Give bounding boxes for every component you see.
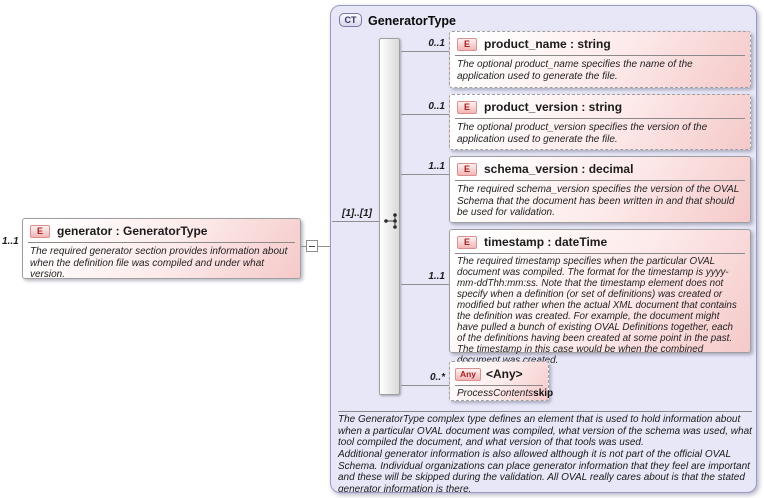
element-generator-title: generator : GeneratorType [57, 224, 208, 238]
connector-line [401, 174, 449, 175]
element-generator-description: The required generator section provides … [30, 246, 288, 281]
element-product-version-box[interactable]: E product_version : string The optional … [449, 94, 751, 150]
element-header: E product_version : string [450, 95, 750, 117]
any-icon: Any [455, 367, 481, 381]
process-contents-row: ProcessContents skip [450, 386, 553, 399]
element-title: product_version : string [484, 100, 623, 114]
complextype-title: GeneratorType [368, 14, 456, 28]
element-timestamp-box[interactable]: E timestamp : dateTime The required time… [449, 229, 751, 366]
cardinality-label: 0..1 [428, 101, 445, 112]
divider [455, 180, 745, 181]
connector-line [332, 221, 379, 222]
connector-line [401, 284, 449, 285]
element-icon: E [457, 235, 477, 249]
sequence-group-bar[interactable] [379, 38, 400, 395]
element-product-name-box[interactable]: E product_name : string The optional pro… [449, 31, 751, 88]
cardinality-label: 0..* [429, 372, 445, 383]
cardinality-label: 1..1 [2, 236, 19, 247]
element-title: product_name : string [484, 37, 611, 51]
element-description: The required schema_version specifies th… [457, 184, 740, 219]
element-header: E timestamp : dateTime [450, 230, 750, 252]
cardinality-label: 1..1 [428, 271, 445, 282]
complextype-generatortype-panel: CT GeneratorType [1]..[1] 0..1 0..1 1..1… [330, 5, 757, 493]
connector-line [401, 51, 449, 52]
divider [455, 55, 745, 56]
process-contents-value: skip [533, 388, 554, 399]
element-description: The optional product_version specifies t… [457, 122, 708, 145]
divider [455, 118, 745, 119]
element-description: The optional product_name specifies the … [457, 59, 693, 82]
element-header: E product_name : string [450, 32, 750, 54]
element-generator-header: E generator : GeneratorType [23, 219, 300, 241]
cardinality-label: 0..1 [428, 38, 445, 49]
divider [338, 411, 752, 412]
complextype-documentation: The GeneratorType complex type defines a… [338, 414, 752, 493]
divider [455, 253, 745, 254]
process-contents-label: ProcessContents [457, 388, 534, 399]
sequence-cardinality-label: [1]..[1] [342, 208, 372, 219]
element-title: timestamp : dateTime [484, 235, 608, 249]
divider [28, 242, 295, 243]
collapse-toggle[interactable] [306, 240, 318, 252]
element-icon: E [457, 162, 477, 176]
element-generator-box[interactable]: E generator : GeneratorType The required… [22, 218, 301, 280]
element-header: E schema_version : decimal [450, 157, 750, 179]
element-header: Any <Any> [450, 362, 548, 384]
connector-line [401, 114, 449, 115]
element-title: schema_version : decimal [484, 162, 634, 176]
element-schema-version-box[interactable]: E schema_version : decimal The required … [449, 156, 751, 223]
element-icon: E [457, 100, 477, 114]
divider [455, 385, 543, 386]
element-description: The required timestamp specifies when th… [457, 256, 737, 366]
element-any-box[interactable]: Any <Any> ProcessContents skip [449, 361, 553, 401]
element-icon: E [457, 37, 477, 51]
sequence-icon [384, 213, 397, 229]
connector-line [401, 385, 449, 386]
complextype-icon: CT [339, 13, 362, 27]
element-icon: E [30, 224, 50, 238]
cardinality-label: 1..1 [428, 161, 445, 172]
minus-icon [309, 245, 315, 247]
element-title: <Any> [486, 367, 523, 381]
